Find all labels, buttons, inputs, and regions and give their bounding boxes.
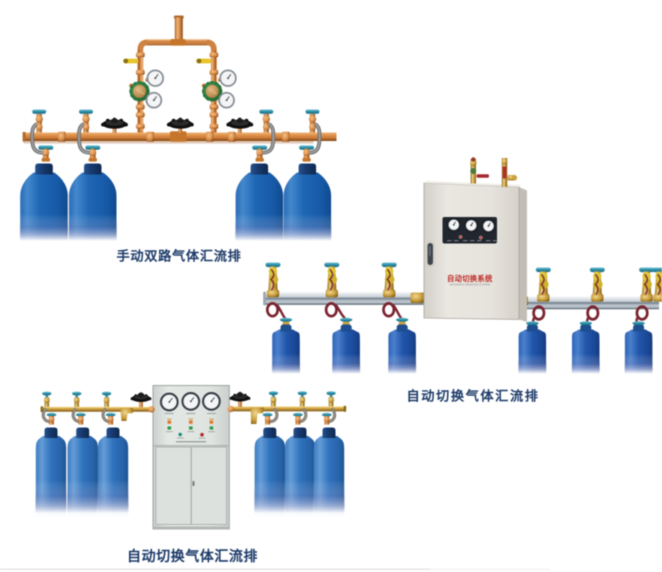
svg-text:自动切换系统: 自动切换系统 bbox=[447, 274, 493, 283]
svg-text:自动切换气体汇流排: 自动切换气体汇流排 bbox=[406, 388, 539, 404]
svg-text:AUTOMATIC MANIFOLD SYSTEM: AUTOMATIC MANIFOLD SYSTEM bbox=[450, 282, 491, 286]
svg-text:自动切换气体汇流排: 自动切换气体汇流排 bbox=[127, 548, 258, 564]
svg-text:手动双路气体汇流排: 手动双路气体汇流排 bbox=[117, 248, 242, 264]
